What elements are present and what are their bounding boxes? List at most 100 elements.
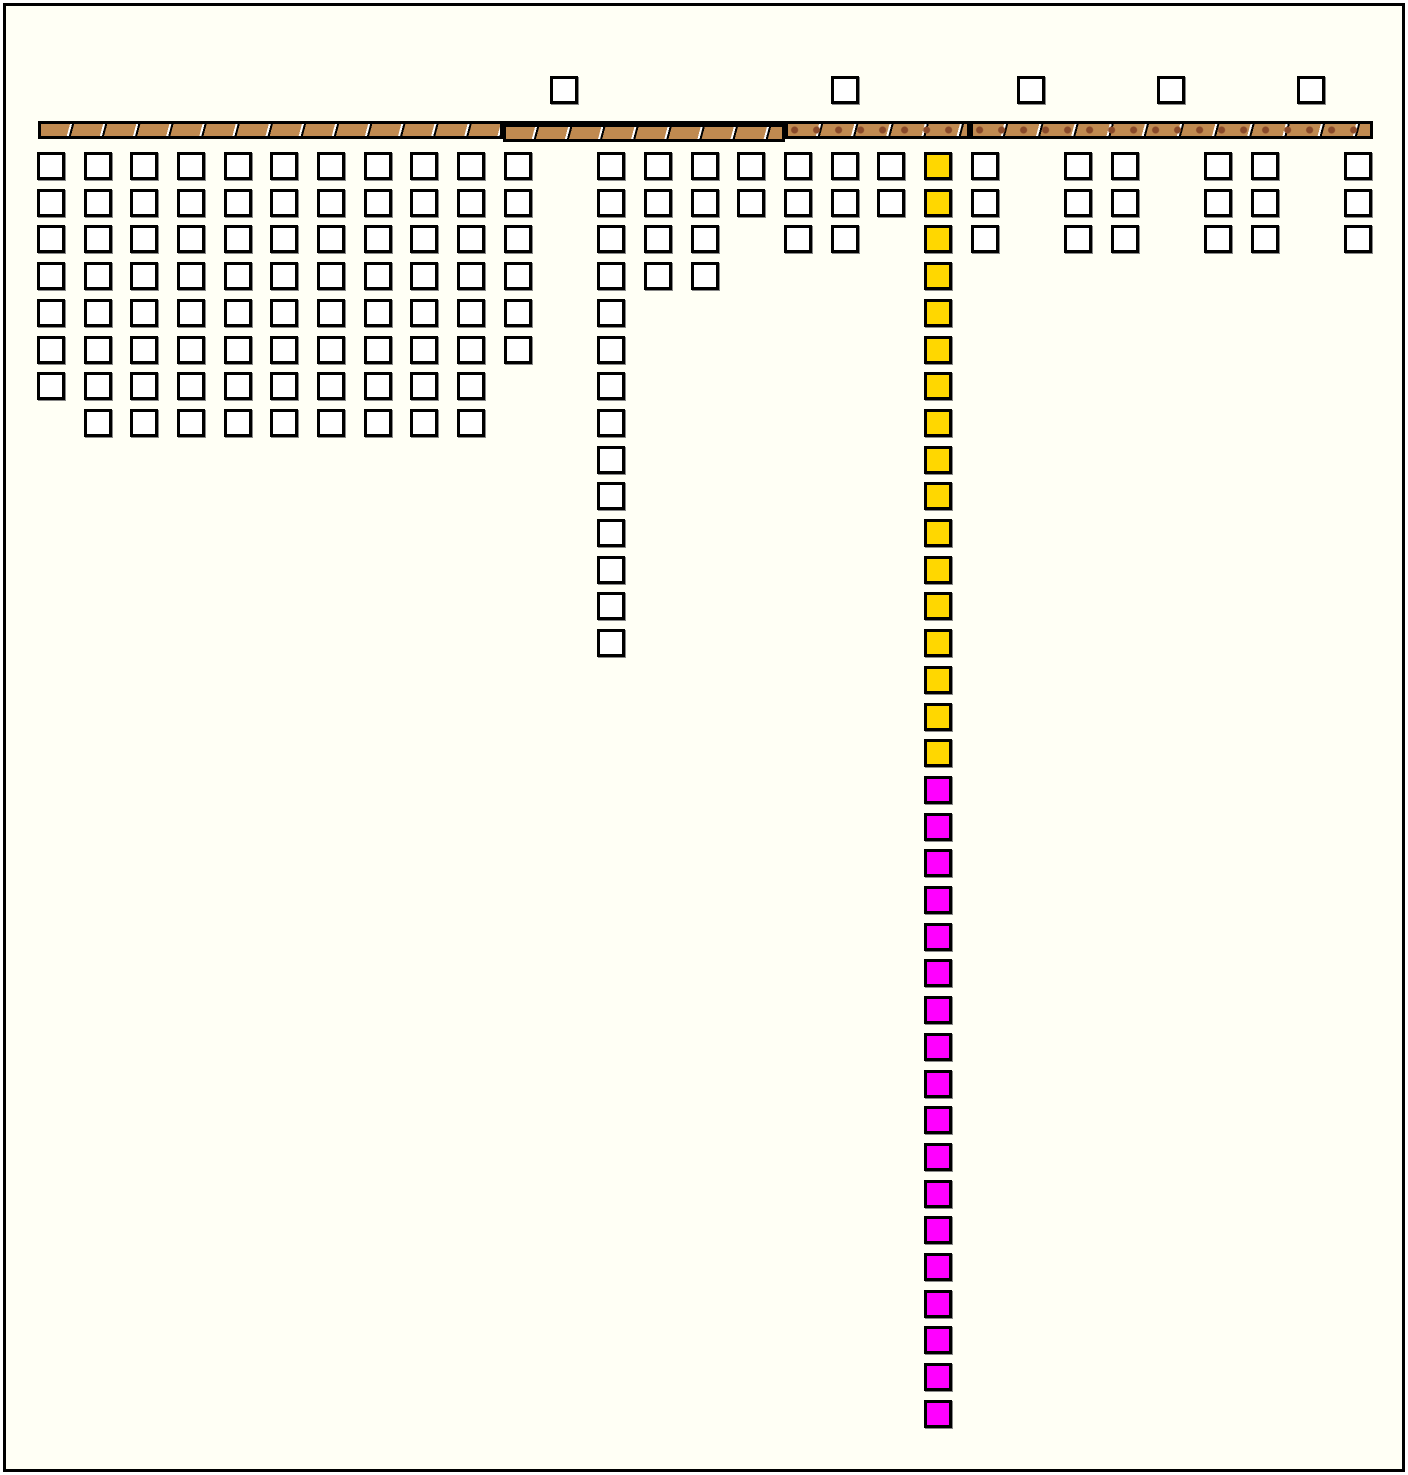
yellow-block[interactable] xyxy=(923,188,952,217)
white-block[interactable] xyxy=(317,152,346,180)
magenta-block[interactable] xyxy=(923,1326,952,1355)
white-block[interactable] xyxy=(1063,188,1092,217)
yellow-block[interactable] xyxy=(923,739,952,768)
yellow-block[interactable] xyxy=(923,519,952,547)
white-block[interactable] xyxy=(83,372,112,401)
magenta-block[interactable] xyxy=(923,922,952,951)
white-block[interactable] xyxy=(363,225,392,254)
white-block[interactable] xyxy=(457,225,486,254)
white-block[interactable] xyxy=(270,408,299,437)
white-block[interactable] xyxy=(270,298,299,327)
white-block[interactable] xyxy=(503,262,532,291)
white-block[interactable] xyxy=(1204,188,1232,217)
white-block[interactable] xyxy=(223,372,252,401)
white-block[interactable] xyxy=(410,408,439,437)
magenta-block[interactable] xyxy=(923,1289,952,1318)
white-block[interactable] xyxy=(1063,152,1092,180)
white-block[interactable] xyxy=(1110,225,1139,254)
white-block[interactable] xyxy=(503,335,532,364)
white-block[interactable] xyxy=(643,188,672,217)
yellow-block[interactable] xyxy=(923,408,952,437)
white-block[interactable] xyxy=(130,298,159,327)
yellow-block[interactable] xyxy=(923,702,952,731)
white-block[interactable] xyxy=(270,225,299,254)
yellow-block[interactable] xyxy=(923,372,952,401)
magenta-block[interactable] xyxy=(923,1363,952,1392)
white-block[interactable] xyxy=(37,152,65,180)
white-block[interactable] xyxy=(177,335,206,364)
white-block[interactable] xyxy=(223,298,252,327)
magenta-block[interactable] xyxy=(923,849,952,878)
yellow-block[interactable] xyxy=(923,482,952,511)
white-block[interactable] xyxy=(1110,152,1139,180)
white-block[interactable] xyxy=(970,225,999,254)
white-block[interactable] xyxy=(457,372,486,401)
white-block[interactable] xyxy=(597,152,626,180)
white-block[interactable] xyxy=(1250,225,1279,254)
white-block[interactable] xyxy=(83,298,112,327)
white-block[interactable] xyxy=(1250,152,1279,180)
white-block[interactable] xyxy=(690,262,719,291)
white-block[interactable] xyxy=(597,188,626,217)
white-block[interactable] xyxy=(317,298,346,327)
white-block[interactable] xyxy=(223,225,252,254)
white-block[interactable] xyxy=(177,188,206,217)
white-block[interactable] xyxy=(363,262,392,291)
white-block[interactable] xyxy=(223,408,252,437)
white-block[interactable] xyxy=(783,152,812,180)
white-block[interactable] xyxy=(1110,188,1139,217)
white-block[interactable] xyxy=(690,225,719,254)
white-block[interactable] xyxy=(1344,188,1373,217)
white-block[interactable] xyxy=(410,335,439,364)
white-block[interactable] xyxy=(410,188,439,217)
white-block[interactable] xyxy=(83,262,112,291)
white-block[interactable] xyxy=(597,335,626,364)
white-block[interactable] xyxy=(317,262,346,291)
white-block[interactable] xyxy=(37,262,65,291)
white-block[interactable] xyxy=(737,188,766,217)
white-block[interactable] xyxy=(37,298,65,327)
white-block[interactable] xyxy=(130,152,159,180)
magenta-block[interactable] xyxy=(923,1106,952,1135)
magenta-block[interactable] xyxy=(923,775,952,804)
white-block[interactable] xyxy=(223,188,252,217)
yellow-block[interactable] xyxy=(923,225,952,254)
white-block[interactable] xyxy=(1250,188,1279,217)
yellow-block[interactable] xyxy=(923,335,952,364)
white-block[interactable] xyxy=(877,152,906,180)
white-block[interactable] xyxy=(1344,225,1373,254)
white-block[interactable] xyxy=(130,188,159,217)
yellow-block[interactable] xyxy=(923,262,952,291)
yellow-block[interactable] xyxy=(923,665,952,694)
magenta-block[interactable] xyxy=(923,996,952,1025)
floating-block[interactable] xyxy=(550,76,579,104)
magenta-block[interactable] xyxy=(923,1399,952,1428)
white-block[interactable] xyxy=(223,262,252,291)
white-block[interactable] xyxy=(317,225,346,254)
white-block[interactable] xyxy=(37,188,65,217)
white-block[interactable] xyxy=(643,152,672,180)
white-block[interactable] xyxy=(690,152,719,180)
white-block[interactable] xyxy=(363,152,392,180)
white-block[interactable] xyxy=(130,335,159,364)
white-block[interactable] xyxy=(503,188,532,217)
white-block[interactable] xyxy=(410,152,439,180)
magenta-block[interactable] xyxy=(923,886,952,914)
magenta-block[interactable] xyxy=(923,1179,952,1208)
white-block[interactable] xyxy=(317,188,346,217)
white-block[interactable] xyxy=(643,262,672,291)
white-block[interactable] xyxy=(177,152,206,180)
white-block[interactable] xyxy=(597,555,626,584)
white-block[interactable] xyxy=(457,335,486,364)
white-block[interactable] xyxy=(830,152,859,180)
white-block[interactable] xyxy=(830,225,859,254)
white-block[interactable] xyxy=(130,372,159,401)
white-block[interactable] xyxy=(830,188,859,217)
white-block[interactable] xyxy=(37,225,65,254)
white-block[interactable] xyxy=(270,152,299,180)
white-block[interactable] xyxy=(457,408,486,437)
white-block[interactable] xyxy=(410,298,439,327)
white-block[interactable] xyxy=(690,188,719,217)
magenta-block[interactable] xyxy=(923,812,952,841)
white-block[interactable] xyxy=(83,408,112,437)
